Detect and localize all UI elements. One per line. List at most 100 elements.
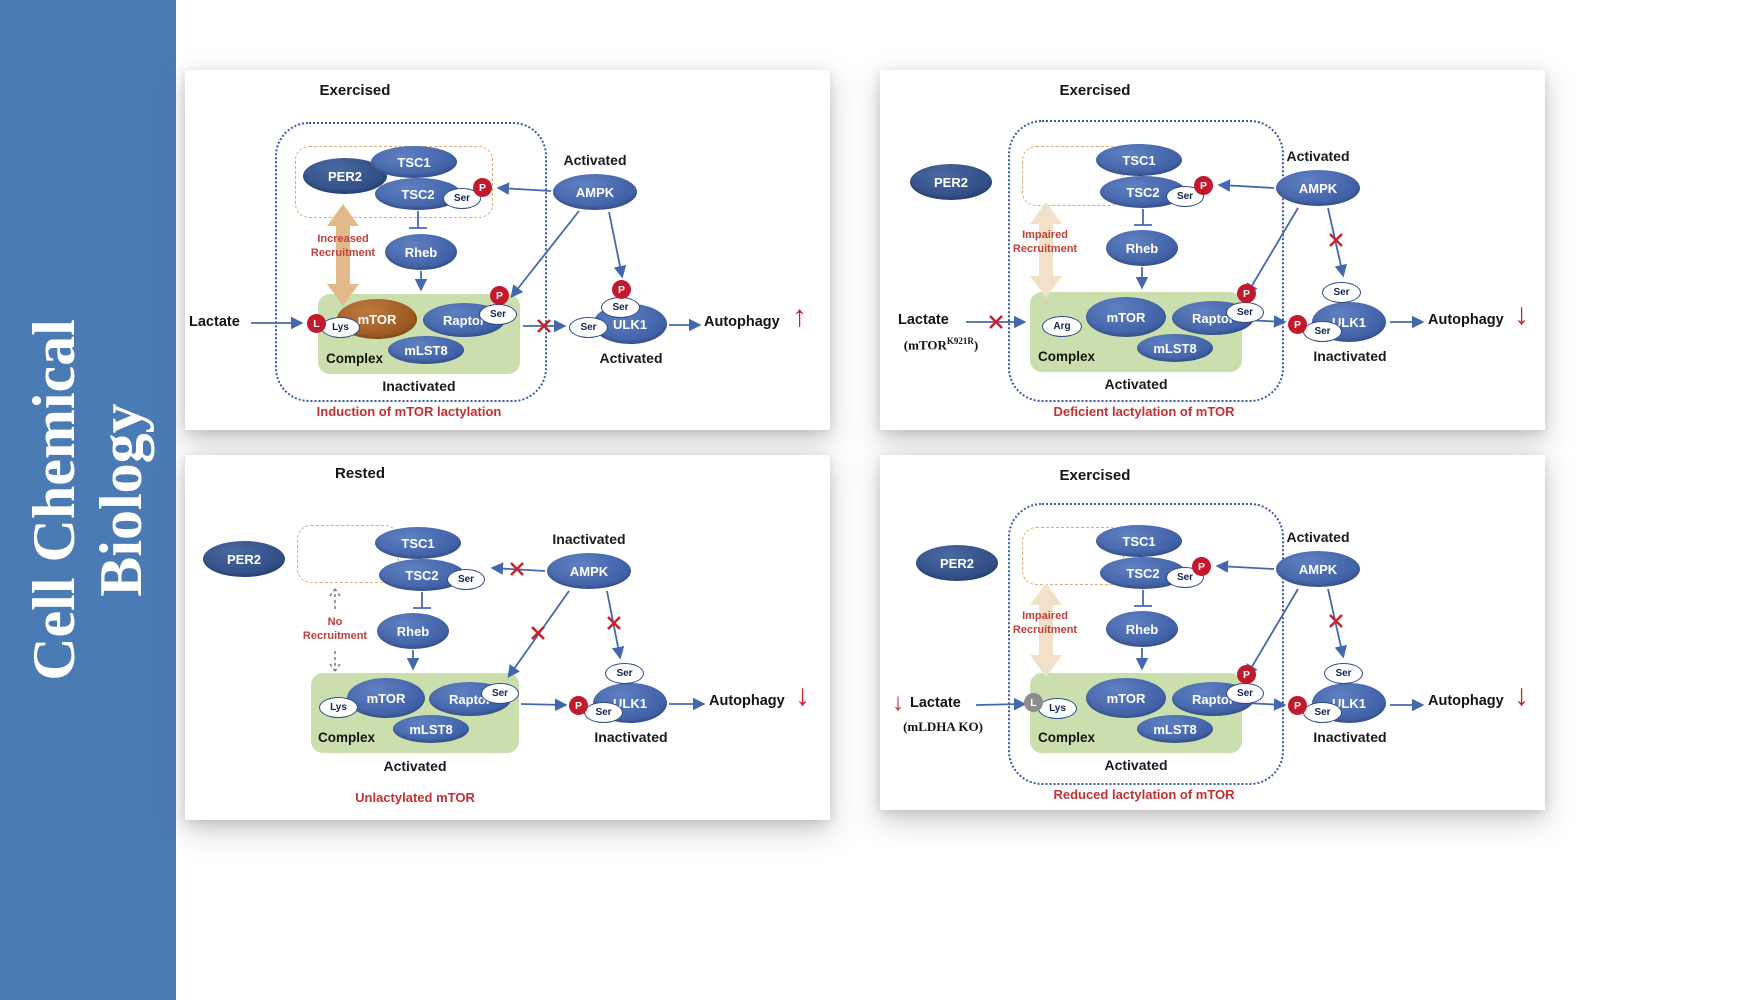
ser-tag-ulk1-left: Ser: [1303, 702, 1342, 723]
ampk-state-label: Activated: [1286, 529, 1350, 545]
ampk-node: AMPK: [1276, 170, 1360, 206]
lactyl-badge-gray: L: [1024, 693, 1043, 712]
ampk-node: AMPK: [553, 174, 637, 210]
ulk1-state-label: Activated: [599, 350, 663, 366]
rheb-node: Rheb: [1106, 230, 1178, 266]
ampk-node: AMPK: [547, 553, 631, 589]
ampk-node: AMPK: [1276, 551, 1360, 587]
ldha-ko-label: (mLDHA KO): [903, 719, 983, 734]
lactate-label: Lactate: [898, 312, 949, 328]
complex-label: Complex: [318, 730, 376, 745]
ser-tag-ulk1-top: Ser: [601, 297, 640, 318]
mlst8-node: mLST8: [393, 715, 469, 743]
panel-caption: Reduced lactylation of mTOR: [1053, 787, 1235, 802]
mtor-node: mTOR: [1086, 297, 1166, 337]
ser-tag-raptor: Ser: [481, 683, 519, 704]
arrow-ampk-to-raptor: [507, 590, 570, 679]
ulk1-state-label: Inactivated: [1313, 729, 1387, 745]
ser-tag-raptor: Ser: [1226, 683, 1264, 704]
ser-tag-tsc2: Ser: [447, 569, 485, 590]
arg-tag: Arg: [1042, 316, 1082, 337]
blocked-x-ampk-ulk1: [1329, 233, 1343, 247]
phospho-badge-tsc2: P: [1194, 176, 1213, 195]
variant-pre: (mTOR: [903, 337, 947, 353]
panel-exercised-induction: Exercised PER2 TSC1 TSC2: [185, 70, 830, 430]
ser-tag-tsc2: Ser: [443, 188, 481, 209]
phospho-badge-ulk1: P: [1288, 696, 1307, 715]
recruitment-line2: Recruitment: [310, 247, 376, 260]
phospho-badge-ulk1: P: [1288, 315, 1307, 334]
per2-binding-site: [295, 146, 493, 218]
blocked-x-ampk-raptor: [531, 626, 545, 640]
autophagy-direction-arrow: ↓: [795, 679, 810, 712]
ulk1-state-label: Inactivated: [594, 729, 668, 745]
ser-tag-raptor: Ser: [1226, 302, 1264, 323]
variant-sup: K921R: [946, 336, 974, 346]
mlst8-node: mLST8: [1137, 715, 1213, 743]
ser-tag-ulk1-top: Ser: [605, 663, 644, 684]
blocked-x-ampk-ulk1: [1329, 614, 1343, 628]
autophagy-label: Autophagy: [704, 314, 780, 330]
panel-rested-unlactylated: Rested: [185, 455, 830, 820]
ulk1-state-label: Inactivated: [1313, 348, 1387, 364]
autophagy-direction-arrow: ↑: [792, 300, 807, 333]
recruitment-line1: Increased: [317, 233, 369, 245]
complex-state-label: Activated: [1104, 376, 1168, 392]
phospho-badge-raptor: P: [1237, 665, 1256, 684]
autophagy-direction-arrow: ↓: [1514, 298, 1529, 331]
rheb-node: Rheb: [1106, 611, 1178, 647]
journal-title-line2: Biology: [88, 403, 154, 597]
panel-title: Rested: [334, 465, 386, 482]
ser-tag-ulk1-left: Ser: [1303, 321, 1342, 342]
recruitment-label: No Recruitment: [283, 615, 387, 644]
journal-sidebar: Cell Chemical Biology: [0, 0, 176, 1000]
ser-tag-ulk1-top: Ser: [1322, 282, 1361, 303]
rheb-node: Rheb: [385, 234, 457, 270]
blocked-x-lactate: [989, 315, 1003, 329]
mtor-node: mTOR: [1086, 678, 1166, 718]
lys-tag: Lys: [319, 697, 358, 718]
arrow-complex-to-ulk1: [520, 698, 568, 712]
ampk-state-label: Activated: [1286, 148, 1350, 164]
tsc1-node: TSC1: [375, 527, 461, 559]
panel-title: Exercised: [1059, 467, 1131, 484]
ser-tag-ulk1-left: Ser: [584, 702, 623, 723]
recruitment-line2: Recruitment: [1012, 243, 1078, 256]
ser-tag-raptor: Ser: [479, 304, 517, 325]
tsc1-node: TSC1: [1096, 525, 1182, 557]
lactate-label: Lactate: [189, 314, 240, 330]
journal-title: Cell Chemical Biology: [21, 319, 155, 681]
lactate-decrease-arrow: ↓: [892, 689, 904, 716]
complex-label: Complex: [1038, 349, 1096, 364]
journal-title-line1: Cell Chemical: [20, 319, 87, 681]
variant-post: ): [973, 337, 979, 353]
arrow-ampk-to-tsc2: [490, 562, 546, 575]
mtor-node: mTOR: [347, 678, 425, 718]
blocked-x-ampk-tsc2: [510, 562, 524, 576]
ser-tag-ulk1-left: Ser: [569, 317, 608, 338]
complex-label: Complex: [326, 351, 384, 366]
tsc1-node: TSC1: [371, 146, 457, 178]
panel-exercised-reduced: Exercised PER2 TSC1 TSC2: [880, 455, 1545, 810]
recruitment-label: Impaired Recruitment: [992, 228, 1098, 257]
autophagy-label: Autophagy: [709, 693, 785, 709]
lactate-label: Lactate: [910, 695, 961, 711]
per2-node: PER2: [203, 541, 285, 577]
phospho-badge-raptor: P: [490, 286, 509, 305]
ser-tag-ulk1-top: Ser: [1324, 663, 1363, 684]
panel-exercised-deficient: Exercised: [880, 70, 1545, 430]
phospho-badge-tsc2: P: [1192, 557, 1211, 576]
complex-state-label: Inactivated: [382, 378, 456, 394]
per2-binding-site: [1022, 146, 1124, 206]
recruitment-label: Impaired Recruitment: [992, 609, 1098, 638]
recruitment-label: Increased Recruitment: [291, 232, 395, 261]
per2-node: PER2: [916, 545, 998, 581]
recruitment-line1: No: [327, 616, 343, 628]
phospho-badge-ulk1: P: [612, 280, 631, 299]
per2-node: PER2: [303, 158, 387, 194]
autophagy-label: Autophagy: [1428, 693, 1504, 709]
mlst8-node: mLST8: [388, 336, 464, 364]
autophagy-direction-arrow: ↓: [1514, 679, 1529, 712]
lys-tag: Lys: [1038, 698, 1077, 719]
